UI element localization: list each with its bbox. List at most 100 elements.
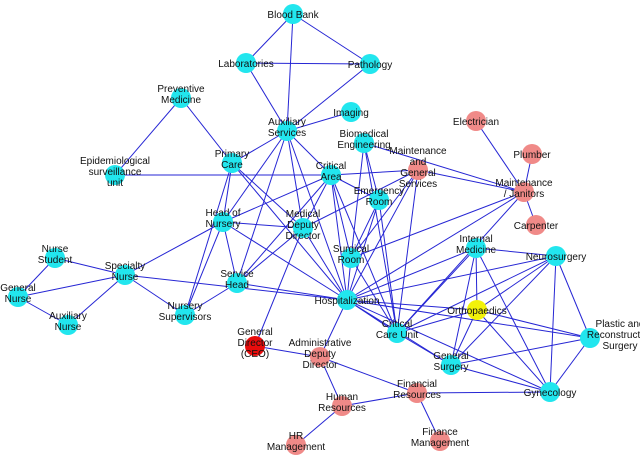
node-internal-medicine[interactable] [466,238,486,258]
node-auxiliary-services[interactable] [277,121,297,141]
edge-plastic_surgery-gynecology [549,337,591,393]
node-blood-bank[interactable] [283,4,303,24]
node-label-laboratories: Laboratories [218,59,274,70]
node-primary-care[interactable] [222,153,242,173]
node-finance-management[interactable] [430,431,450,451]
node-maint-general[interactable] [408,160,428,180]
node-neurosurgery[interactable] [546,246,566,266]
edge-hospitalization-internal_medicine [346,247,477,301]
edge-primary_care-medical_deputy [231,162,304,229]
node-maint-janitors[interactable] [514,182,534,202]
node-carpenter[interactable] [526,215,546,235]
edge-medical_deputy-hospitalization [302,227,348,301]
edge-head_nursery-medical_deputy [222,221,304,229]
node-general-nurse[interactable] [8,287,28,307]
edge-auxiliary_services-critical_area [286,130,332,176]
node-hr-management[interactable] [286,435,306,455]
node-plumber[interactable] [522,144,542,164]
edge-laboratories-auxiliary_services [245,62,288,132]
edge-general_director-admin_deputy [254,345,321,358]
node-label-orthopaedics: Orthopaedics [447,306,506,317]
node-label-gynecology: Gynecology [524,388,577,399]
edge-neurosurgery-plastic_surgery [555,255,591,339]
edge-blood_bank-auxiliary_services [286,13,294,132]
edge-specialty_nurse-nursery_supervisors [124,274,186,316]
edge-auxiliary_services-medical_deputy [286,130,304,229]
node-general-surgery[interactable] [441,355,461,375]
edge-admin_deputy-financial_resources [319,356,418,394]
node-critical-area[interactable] [321,165,341,185]
node-pathology[interactable] [360,54,380,74]
node-head-nursery[interactable] [213,212,233,232]
node-auxiliary-nurse[interactable] [58,315,78,335]
edge-neurosurgery-gynecology [549,255,557,393]
node-plastic-surgery[interactable] [580,328,600,348]
edge-human_resources-hr_management [295,405,343,446]
edge-primary_care-hospitalization [231,162,348,301]
node-laboratories[interactable] [236,53,256,73]
edge-maint_general-critical_care [396,169,419,334]
node-service-head[interactable] [227,273,247,293]
node-nurse-student[interactable] [45,248,65,268]
edge-maint_general-maint_janitors [417,169,525,193]
edge-specialty_nurse-general_nurse [17,274,126,298]
node-nursery-supervisors[interactable] [175,305,195,325]
node-admin-deputy[interactable] [310,347,330,367]
node-gynecology[interactable] [540,382,560,402]
edge-head_nursery-hospitalization [222,221,348,301]
edge-financial_resources-gynecology [416,391,551,394]
edge-electrician-maint_janitors [475,120,525,193]
node-label-blood-bank: Blood Bank [267,10,319,21]
node-critical-care[interactable] [387,323,407,343]
node-preventive[interactable] [171,88,191,108]
edge-critical_area-service_head [236,174,332,284]
node-label-neurosurgery: Neurosurgery [526,252,587,263]
edge-neurosurgery-orthopaedics [476,255,557,311]
node-financial-resources[interactable] [407,383,427,403]
edge-hospitalization-neurosurgery [346,255,557,301]
edge-hospitalization-admin_deputy [319,299,348,358]
node-label-imaging: Imaging [333,108,369,119]
edge-medical_deputy-general_director [254,227,304,347]
node-general-director[interactable] [245,336,265,356]
edge-internal_medicine-gynecology [475,247,551,393]
node-biomedical[interactable] [354,133,374,153]
node-hospitalization[interactable] [337,290,357,310]
node-medical-deputy[interactable] [293,218,313,238]
node-emergency-room[interactable] [369,190,389,210]
node-label-plumber: Plumber [513,150,551,161]
node-epidemiological[interactable] [105,165,125,185]
edge-maint_general-hospitalization [346,169,419,301]
node-layer [8,4,600,455]
node-electrician[interactable] [466,111,486,131]
edge-emergency_room-surgical_room [350,199,380,259]
edge-primary_care-nursery_supervisors [184,162,233,316]
edge-maint_janitors-hospitalization [346,191,525,301]
edge-pathology-auxiliary_services [286,63,371,132]
node-specialty-nurse[interactable] [115,265,135,285]
node-orthopaedics[interactable] [467,300,487,320]
node-label-carpenter: Carpenter [514,221,559,232]
edge-maint_general-medical_deputy [302,169,419,229]
edge-auxiliary_services-hospitalization [286,130,348,301]
node-imaging[interactable] [341,102,361,122]
node-surgical-room[interactable] [341,248,361,268]
node-label-maint-janitors: Maintenance/ Janitors [495,178,553,200]
node-human-resources[interactable] [332,396,352,416]
